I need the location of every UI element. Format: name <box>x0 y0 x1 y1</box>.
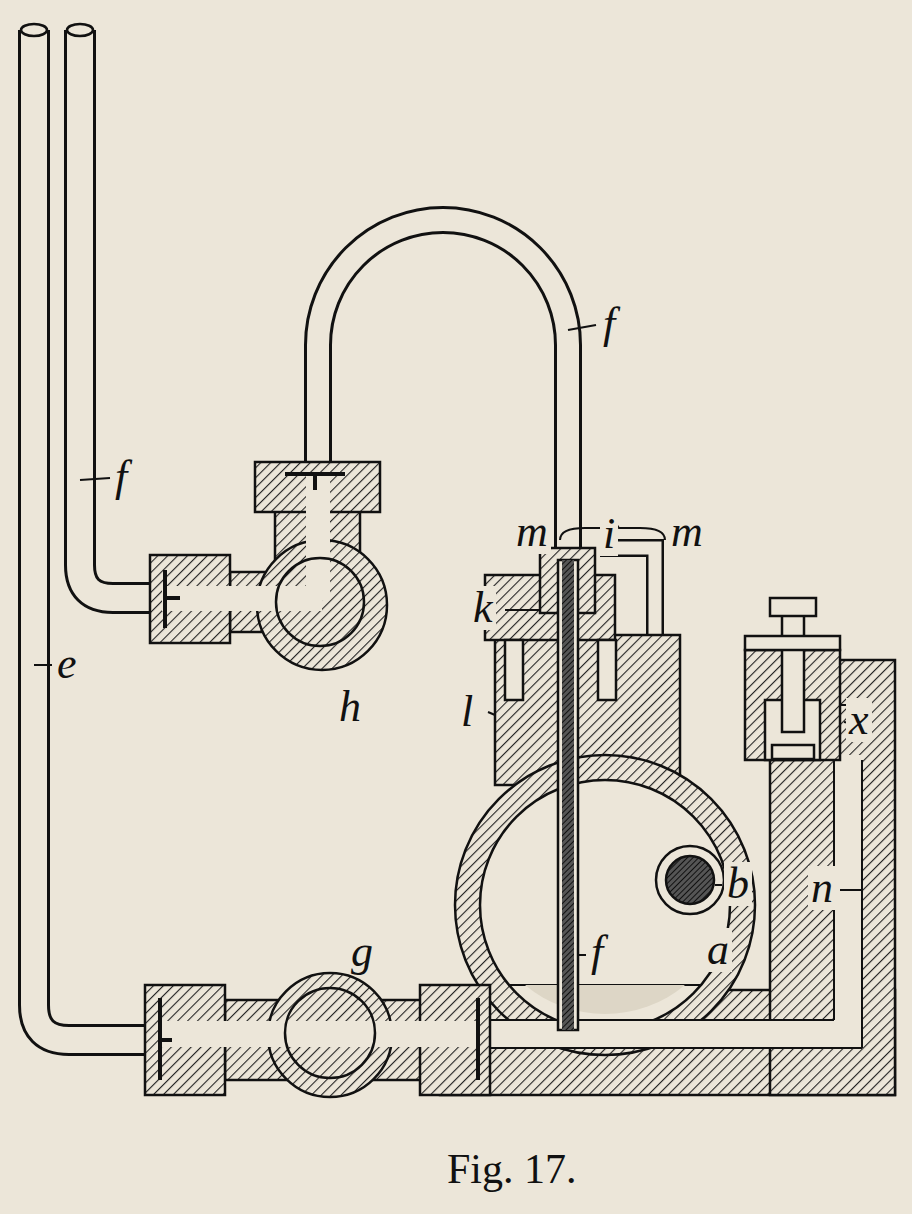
part-label: a <box>704 928 732 972</box>
part-label: f <box>600 302 618 346</box>
part-label: k <box>470 586 496 630</box>
part-label: e <box>54 642 80 686</box>
part-label: f <box>112 455 130 499</box>
part-label: i <box>600 512 618 556</box>
part-label: b <box>724 862 752 906</box>
part-label: f <box>588 930 606 974</box>
part-label: x <box>846 698 872 742</box>
part-label: h <box>336 685 364 729</box>
figure-caption: Fig. 17. <box>447 1148 577 1190</box>
part-label: l <box>458 690 476 734</box>
part-label: g <box>348 930 376 974</box>
part-label: m <box>668 510 706 554</box>
part-label: m <box>513 510 551 554</box>
part-label: n <box>808 866 836 910</box>
